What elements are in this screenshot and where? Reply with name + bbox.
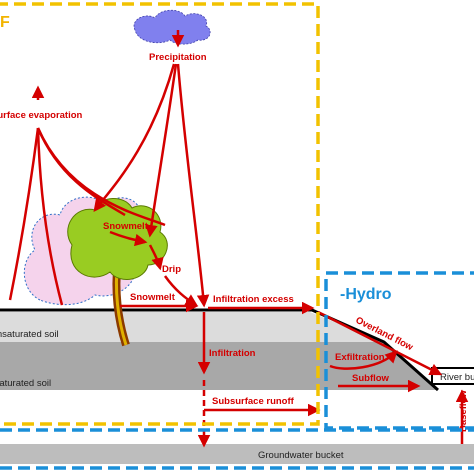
river-bucket-label: River bucket: [440, 372, 474, 383]
groundwater-bucket-box: [0, 444, 474, 464]
snowmelt-ground-label: Snowmelt: [130, 292, 176, 303]
infiltration-label: Infiltration: [209, 348, 256, 359]
precipitation-label: Precipitation: [149, 52, 207, 63]
saturated-soil-layer: [0, 342, 438, 390]
groundwater-bucket-label: Groundwater bucket: [258, 450, 344, 461]
precipitation-to-ground-arrow: [176, 63, 210, 308]
river-bucket-box: [431, 367, 474, 385]
baseflow-label: Baseflow: [458, 390, 469, 432]
surface-evaporation-label: Surface evaporation: [0, 110, 83, 121]
snowmelt-canopy-arrow: [109, 230, 148, 247]
subsurface-runoff-label: Subsurface runoff: [212, 396, 295, 407]
exfiltration-arrow: [329, 350, 398, 370]
evap-from-ground-1: [36, 127, 64, 306]
evap-from-canopy-2: [36, 127, 166, 227]
cloud-icon: [133, 9, 211, 45]
exfiltration-label: Exfiltration: [335, 352, 385, 363]
subflow-label: Subflow: [352, 373, 390, 384]
land-frame-label: F: [0, 14, 10, 31]
overland-flow-arrow: [317, 310, 443, 376]
saturated-soil-label: Saturated soil: [0, 378, 51, 389]
drip-label: Drip: [162, 264, 181, 275]
snowmelt-canopy-label: Snowmelt: [103, 221, 149, 232]
hydro-model-frame: [324, 271, 474, 430]
canopy-to-drip-arrow: [148, 244, 164, 271]
evap-from-ground-2: [8, 127, 40, 301]
infiltration-excess-label: Infiltration excess: [213, 294, 294, 305]
land-model-frame: [0, 2, 320, 426]
tree: [67, 198, 168, 347]
hydro-frame-label: -Hydro: [340, 286, 392, 303]
precipitation-to-canopy-arrow: [145, 63, 178, 238]
unsaturated-soil-label: Unsaturated soil: [0, 329, 59, 340]
precipitation-to-bush-arrow: [93, 63, 176, 212]
